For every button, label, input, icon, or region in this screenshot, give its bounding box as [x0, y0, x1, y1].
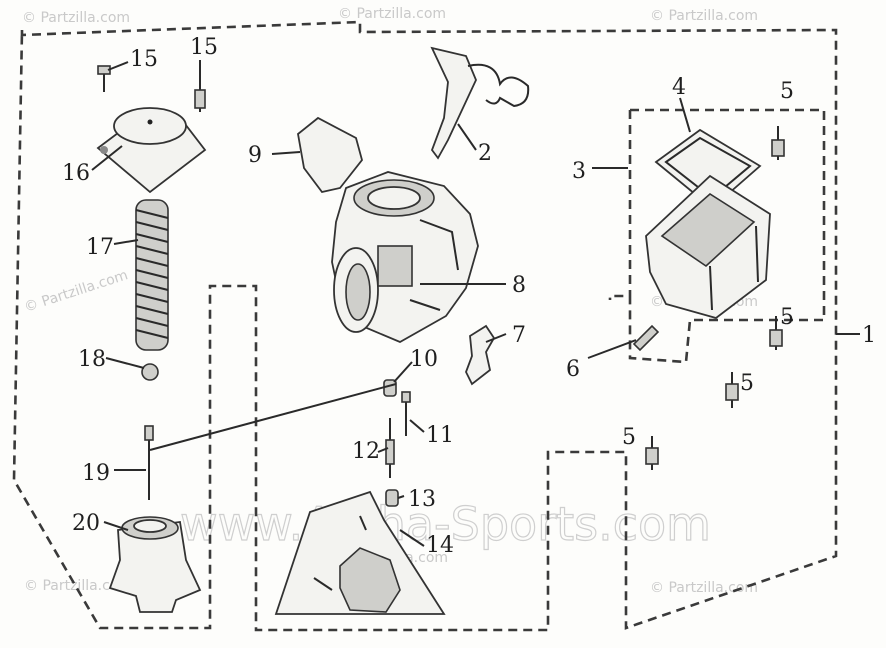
- callout-19: 19: [82, 461, 110, 486]
- slide-20: [108, 516, 202, 613]
- callout-labels: 15 15 16 17 18 19 20 2 9 8 7 10 11 12 13…: [62, 35, 876, 558]
- callout-9: 9: [248, 143, 262, 168]
- screw-5-lower: [725, 372, 739, 408]
- callout-16: 16: [62, 161, 90, 186]
- callout-18: 18: [78, 347, 106, 372]
- callout-17: 17: [86, 235, 114, 260]
- jet-10: [383, 379, 397, 397]
- callout-13: 13: [408, 487, 436, 512]
- callout-5-bottom: 5: [622, 425, 636, 450]
- callout-5-mid: 5: [780, 305, 794, 330]
- callout-5-lower: 5: [740, 371, 754, 396]
- watermark: © Partzilla.com: [338, 6, 446, 22]
- callout-10: 10: [410, 347, 438, 372]
- callout-6: 6: [566, 357, 580, 382]
- callout-3: 3: [572, 159, 586, 184]
- parts-set-14: [274, 490, 446, 615]
- callout-5-top: 5: [780, 79, 794, 104]
- watermark: © Partzilla.com: [650, 8, 758, 24]
- callout-8: 8: [512, 273, 526, 298]
- pin-6: [632, 324, 660, 352]
- callout-2: 2: [478, 141, 492, 166]
- watermark: © Partzilla.com: [22, 267, 130, 316]
- needle-11: [401, 391, 411, 436]
- float-chamber-frame: [608, 108, 826, 364]
- callout-4: 4: [672, 75, 686, 100]
- callout-15-right: 15: [190, 35, 218, 60]
- jet-needle-19: [144, 425, 154, 500]
- watermark: © Partzilla.com: [22, 10, 130, 26]
- callout-1: 1: [862, 323, 876, 348]
- throttle-screw-2: [430, 46, 530, 160]
- diaphragm-cover-16: [96, 107, 207, 194]
- carburetor-body-8: [331, 171, 479, 344]
- callout-11: 11: [426, 423, 454, 448]
- callout-15-left: 15: [130, 47, 158, 72]
- callout-20: 20: [72, 511, 100, 536]
- plate-9: [297, 116, 363, 194]
- screw-5-bottom: [645, 436, 659, 470]
- watermark: © Partzilla.com: [24, 578, 132, 594]
- callout-7: 7: [512, 323, 526, 348]
- ball-18: [141, 363, 159, 381]
- screw-5-mid: [769, 316, 783, 350]
- callout-12: 12: [352, 439, 380, 464]
- assembly-frame: [12, 20, 838, 632]
- float-chamber-3: [645, 174, 771, 319]
- watermark: © Partzilla.com: [650, 580, 758, 596]
- screw-5-top: [771, 126, 785, 160]
- jet-13: [385, 489, 399, 507]
- leader-lines: [91, 60, 860, 547]
- site-watermark: www.Alpha-Sports.com: [180, 497, 711, 551]
- callout-14: 14: [426, 533, 454, 558]
- needle-jet-12: [385, 418, 395, 478]
- bracket-7: [465, 324, 496, 386]
- spring-17: [135, 199, 169, 351]
- screw-15-right: [194, 70, 206, 112]
